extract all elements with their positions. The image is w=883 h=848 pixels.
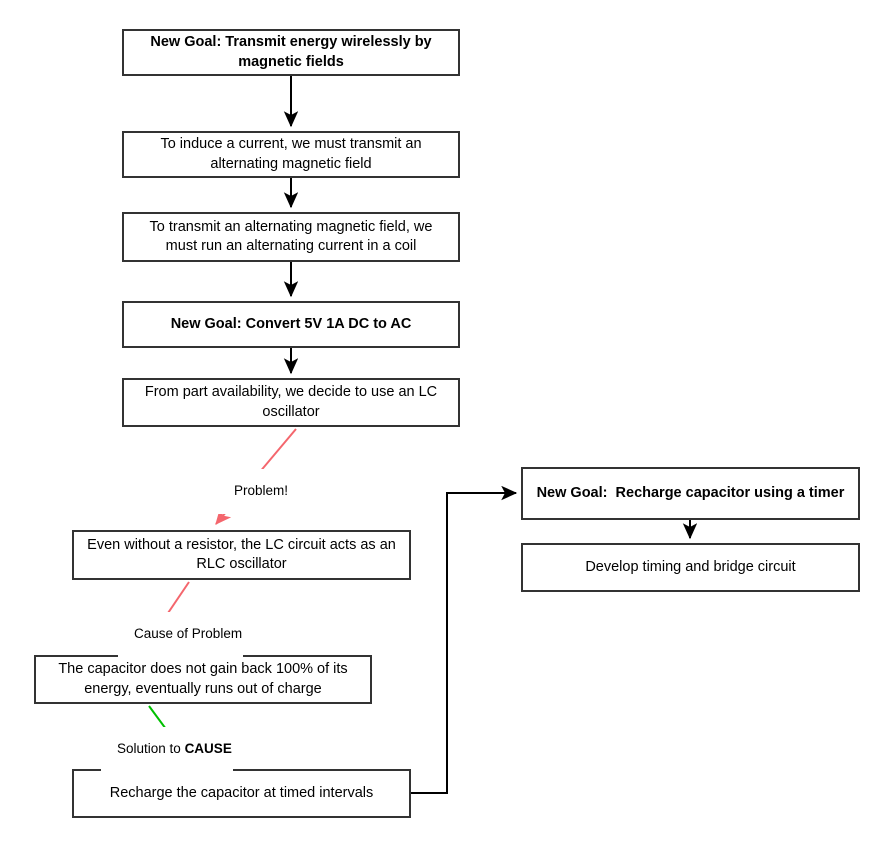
edge-label-solution-to-cause: Solution to CAUSE [101, 727, 233, 772]
node-goal-convert-dc-ac[interactable]: New Goal: Convert 5V 1A DC to AC [122, 301, 460, 348]
edge-label-text: Solution to [117, 740, 185, 756]
node-label: New Goal: Transmit energy wirelessly by … [150, 34, 436, 70]
node-label: Even without a resistor, the LC circuit … [87, 536, 400, 572]
node-goal-transmit-energy[interactable]: New Goal: Transmit energy wirelessly by … [122, 29, 460, 76]
edge-label-emphasis: CAUSE [184, 740, 232, 756]
edge-label-text: Cause of Problem [134, 625, 243, 641]
node-rlc-oscillator[interactable]: Even without a resistor, the LC circuit … [72, 530, 411, 580]
edge-label-cause-of-problem: Cause of Problem [118, 612, 244, 657]
node-label: Recharge the capacitor at timed interval… [109, 784, 374, 801]
node-induce-current[interactable]: To induce a current, we must transmit an… [122, 131, 460, 178]
node-label: New Goal: Recharge capacitor using a tim… [536, 484, 845, 501]
node-capacitor-loses-energy[interactable]: The capacitor does not gain back 100% of… [34, 655, 372, 704]
node-label: The capacitor does not gain back 100% of… [58, 661, 352, 697]
node-label: To induce a current, we must transmit an… [160, 136, 426, 172]
node-lc-oscillator[interactable]: From part availability, we decide to use… [122, 378, 460, 427]
edge-label-problem: Problem! [218, 469, 290, 514]
node-goal-recharge-timer[interactable]: New Goal: Recharge capacitor using a tim… [521, 467, 860, 520]
node-label: New Goal: Convert 5V 1A DC to AC [170, 315, 412, 332]
node-recharge-timed-intervals[interactable]: Recharge the capacitor at timed interval… [72, 769, 411, 818]
edge-label-text: Problem! [234, 482, 289, 498]
node-alternating-current-coil[interactable]: To transmit an alternating magnetic fiel… [122, 212, 460, 262]
node-develop-timing-bridge[interactable]: Develop timing and bridge circuit [521, 543, 860, 592]
node-label: From part availability, we decide to use… [144, 384, 442, 420]
node-label: Develop timing and bridge circuit [585, 558, 796, 575]
node-label: To transmit an alternating magnetic fiel… [149, 218, 437, 254]
connector-recharge-to-goal-timer [411, 485, 518, 794]
